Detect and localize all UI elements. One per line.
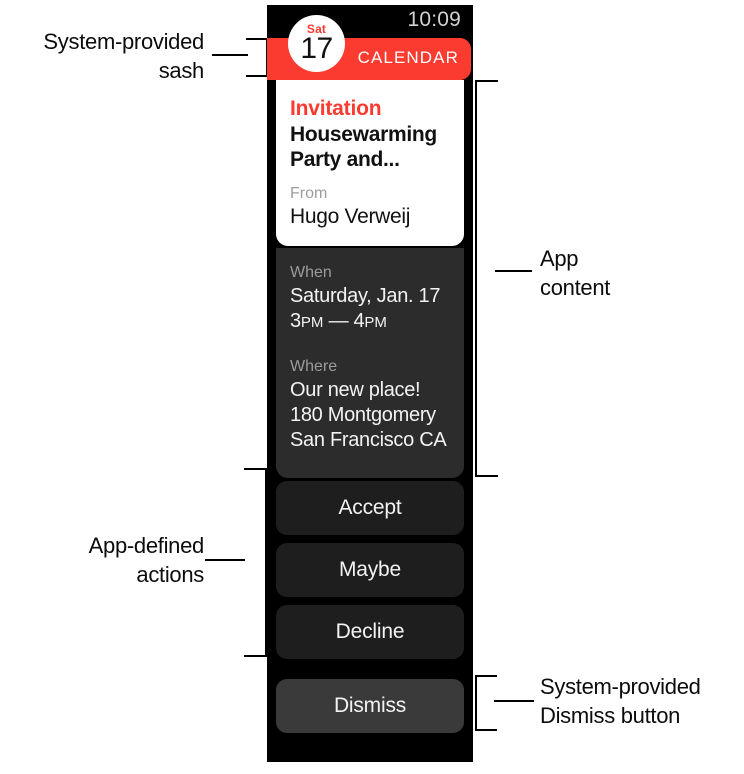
calendar-icon-weekday: Sat xyxy=(306,22,327,36)
accept-button-label: Accept xyxy=(338,496,402,519)
dismiss-button[interactable]: Dismiss xyxy=(276,679,464,733)
status-bar-clock: 10:09 xyxy=(407,8,461,31)
invitation-title: Housewarming Party and... xyxy=(290,123,437,171)
maybe-button[interactable]: Maybe xyxy=(276,543,464,597)
invitation-from-value: Hugo Verweij xyxy=(290,205,411,228)
status-bar: 10:09 xyxy=(267,5,473,35)
decline-button-label: Decline xyxy=(335,620,405,643)
dismiss-button-label: Dismiss xyxy=(333,694,407,717)
detail-when-end-meridiem: PM xyxy=(364,314,387,331)
decline-button[interactable]: Decline xyxy=(276,605,464,659)
detail-where-line-1: Our new place! xyxy=(290,379,421,401)
annotation-app-content-leader-line xyxy=(495,270,532,272)
annotation-app-content-label: App content xyxy=(540,244,730,302)
invitation-details-panel: When Saturday, Jan. 17 3PM — 4PM Where O… xyxy=(276,248,464,478)
annotation-sash-bracket xyxy=(246,38,268,77)
app-sash-label: CALENDAR xyxy=(357,48,459,67)
detail-when-start-number: 3 xyxy=(290,310,301,332)
annotation-app-actions-bracket xyxy=(244,468,267,657)
watch-screen: 10:09 CALENDAR Sat 17 Invitation Housewa… xyxy=(267,5,473,762)
annotation-app-content-line-1: App xyxy=(540,246,579,271)
detail-when-start-meridiem: PM xyxy=(300,314,324,331)
maybe-button-label: Maybe xyxy=(338,558,402,581)
detail-when-time-separator: — xyxy=(323,310,354,332)
annotation-sash-line-2: sash xyxy=(158,58,205,83)
annotation-app-actions-line-2: actions xyxy=(136,562,204,587)
annotation-app-content-line-2: content xyxy=(540,275,611,300)
calendar-app-icon: Sat 17 xyxy=(288,15,345,72)
calendar-icon-day: 17 xyxy=(300,32,333,65)
annotation-dismiss-label: System-provided Dismiss button xyxy=(540,672,740,730)
annotation-sash-label: System-provided sash xyxy=(8,27,204,85)
annotation-dismiss-leader-line xyxy=(494,700,534,702)
annotation-sash-leader-line xyxy=(212,54,248,56)
annotation-dismiss-line-1: System-provided xyxy=(540,674,701,699)
annotation-sash-line-1: System-provided xyxy=(43,29,204,54)
annotation-dismiss-bracket xyxy=(475,675,497,731)
invitation-card: Invitation Housewarming Party and... Fro… xyxy=(276,80,464,246)
invitation-kind-label: Invitation xyxy=(290,97,382,120)
detail-where-line-3: San Francisco CA xyxy=(290,429,447,451)
detail-when-date: Saturday, Jan. 17 xyxy=(290,285,441,307)
annotation-app-actions-line-1: App-defined xyxy=(88,533,205,558)
detail-when-value: Saturday, Jan. 17 3PM — 4PM xyxy=(290,284,462,335)
annotation-dismiss-line-2: Dismiss button xyxy=(540,703,681,728)
annotation-app-actions-leader-line xyxy=(205,559,245,561)
annotation-app-content-bracket xyxy=(475,80,498,477)
detail-when-label: When xyxy=(290,264,332,281)
detail-where-label: Where xyxy=(290,358,338,375)
detail-where-line-2: 180 Montgomery xyxy=(290,404,436,426)
detail-when-end-number: 4 xyxy=(353,310,365,332)
detail-where-value: Our new place! 180 Montgomery San Franci… xyxy=(290,378,462,453)
accept-button[interactable]: Accept xyxy=(276,481,464,535)
annotation-app-actions-label: App-defined actions xyxy=(10,531,205,589)
invitation-from-label: From xyxy=(290,185,328,202)
